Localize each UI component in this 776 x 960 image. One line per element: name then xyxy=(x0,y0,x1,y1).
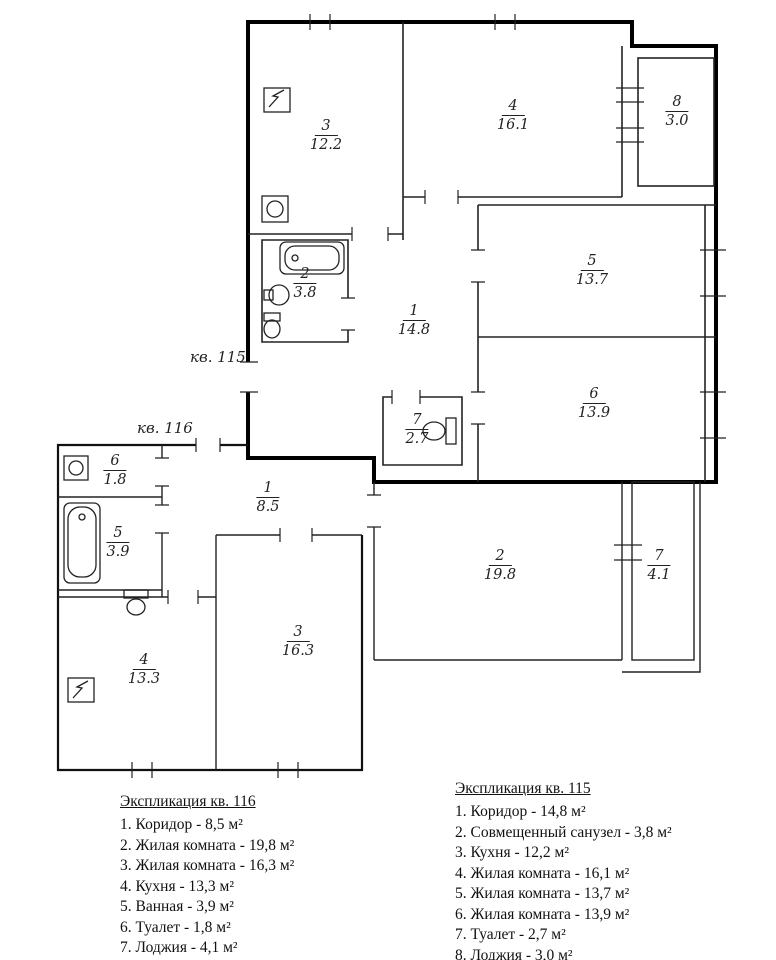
room-label-115-7: 7 2.7 xyxy=(405,412,429,448)
room-number: 4 xyxy=(501,98,525,117)
window-hatch-ticks xyxy=(131,14,726,778)
room-number: 6 xyxy=(103,453,127,472)
electrical-panel-icon xyxy=(263,87,291,113)
legend-item: 7. Туалет - 2,7 м² xyxy=(455,926,566,944)
legend-item: 5. Ванная - 3,9 м² xyxy=(120,898,234,916)
apt116-label: кв. 116 xyxy=(137,419,193,437)
room-label-115-6: 6 13.9 xyxy=(578,386,610,421)
room-label-116-5: 5 3.9 xyxy=(106,525,130,561)
room-number: 2 xyxy=(293,266,317,285)
legend-item: 7. Лоджия - 4,1 м² xyxy=(120,939,238,957)
legend-item: 5. Жилая комната - 13,7 м² xyxy=(455,885,630,903)
room-number: 1 xyxy=(402,303,426,322)
room-label-115-3: 3 12.2 xyxy=(310,118,342,153)
toilet-icon xyxy=(422,417,457,445)
legend-item: 3. Жилая комната - 16,3 м² xyxy=(120,857,295,875)
room-area: 13.7 xyxy=(575,272,609,289)
room-area: 16.1 xyxy=(496,117,530,134)
room-label-115-5: 5 13.7 xyxy=(576,253,608,288)
room-label-116-7: 7 4.1 xyxy=(647,548,671,584)
legend-item: 4. Кухня - 13,3 м² xyxy=(120,877,234,895)
room-label-116-3: 3 16.3 xyxy=(282,624,314,659)
room-area: 12.2 xyxy=(309,137,343,154)
room-label-116-6: 6 1.8 xyxy=(103,453,127,489)
sink-icon xyxy=(261,195,289,223)
room-area: 13.3 xyxy=(127,671,161,688)
apt115-label: кв. 115 xyxy=(190,348,246,366)
legend-item: 2. Совмещенный санузел - 3,8 м² xyxy=(455,823,672,841)
room-number: 1 xyxy=(256,480,280,499)
fixtures xyxy=(63,87,457,703)
toilet-icon xyxy=(263,312,281,339)
legend-item: 6. Жилая комната - 13,9 м² xyxy=(455,905,630,923)
loggia7-outline xyxy=(631,481,695,661)
room-number: 8 xyxy=(665,94,689,113)
legend-115: Экспликация кв. 115 1. Коридор - 14,8 м²… xyxy=(455,779,672,960)
electrical-panel-icon xyxy=(67,677,95,703)
legend-item: 4. Жилая комната - 16,1 м² xyxy=(455,864,630,882)
door-jamb-ticks xyxy=(155,190,485,604)
room-label-115-2: 2 3.8 xyxy=(293,266,317,302)
bathtub-icon xyxy=(279,241,345,275)
legend-116: Экспликация кв. 116 1. Коридор - 8,5 м² … xyxy=(120,792,294,959)
sink-icon xyxy=(263,284,290,306)
room-label-116-4: 4 13.3 xyxy=(128,652,160,687)
legend-item: 3. Кухня - 12,2 м² xyxy=(455,844,569,862)
room-area: 13.9 xyxy=(577,405,611,422)
toilet-icon xyxy=(123,589,149,616)
apt115-outer-walls xyxy=(246,20,718,484)
legend-item: 1. Коридор - 14,8 м² xyxy=(455,803,586,821)
room-label-115-4: 4 16.1 xyxy=(497,98,529,133)
room-number: 2 xyxy=(488,548,512,567)
sink-icon xyxy=(63,455,89,481)
legend-item: 8. Лоджия - 3,0 м² xyxy=(455,946,573,960)
room-number: 5 xyxy=(106,525,130,544)
room-area: 3.0 xyxy=(665,113,689,130)
room-number: 5 xyxy=(580,253,604,272)
bathtub-icon xyxy=(63,502,101,584)
room-area: 2.7 xyxy=(405,431,429,448)
legend-item: 1. Коридор - 8,5 м² xyxy=(120,816,243,834)
room-label-115-1: 1 14.8 xyxy=(398,303,430,338)
legend-115-title: Экспликация кв. 115 xyxy=(455,780,591,797)
room-area: 16.3 xyxy=(281,643,315,660)
room-area: 19.8 xyxy=(483,567,517,584)
loggia8-outline xyxy=(637,57,715,187)
legend-item: 6. Туалет - 1,8 м² xyxy=(120,918,231,936)
room-area: 3.9 xyxy=(106,544,130,561)
room-number: 6 xyxy=(582,386,606,405)
apt116-interior-walls xyxy=(58,445,701,770)
room-number: 3 xyxy=(314,118,338,137)
legend-116-title: Экспликация кв. 116 xyxy=(120,793,256,810)
room-area: 1.8 xyxy=(103,472,127,489)
room-number: 3 xyxy=(286,624,310,643)
room-area: 4.1 xyxy=(647,567,671,584)
room-area: 3.8 xyxy=(293,285,317,302)
legend-item: 2. Жилая комната - 19,8 м² xyxy=(120,836,295,854)
room-number: 7 xyxy=(647,548,671,567)
room-area: 14.8 xyxy=(397,322,431,339)
apt116-outer-walls xyxy=(56,443,364,772)
apt115-interior-walls xyxy=(248,22,716,482)
room-label-116-1: 1 8.5 xyxy=(256,480,280,516)
room-area: 8.5 xyxy=(256,499,280,516)
room-label-115-8: 8 3.0 xyxy=(665,94,689,130)
room-number: 7 xyxy=(405,412,429,431)
room-label-116-2: 2 19.8 xyxy=(484,548,516,583)
room-number: 4 xyxy=(132,652,156,671)
